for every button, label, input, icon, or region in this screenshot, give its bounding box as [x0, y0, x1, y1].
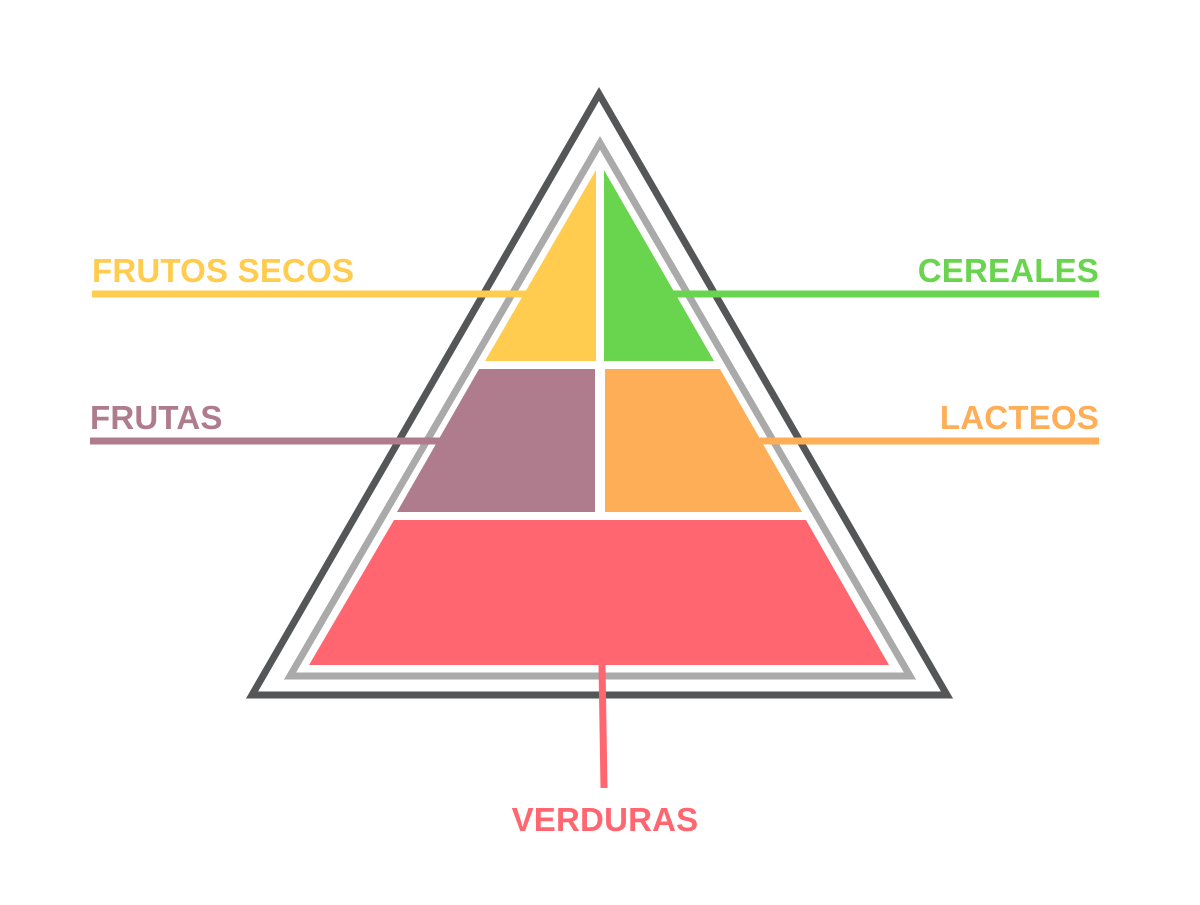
- section-cereales: [604, 170, 714, 361]
- section-verduras: [309, 520, 889, 665]
- label-frutos-secos: FRUTOS SECOS: [92, 252, 355, 289]
- section-frutos-secos: [485, 170, 596, 361]
- section-frutas: [397, 369, 595, 512]
- label-frutas: FRUTAS: [90, 399, 223, 436]
- section-lacteos: [605, 369, 802, 512]
- label-verduras: VERDURAS: [511, 801, 699, 838]
- label-cereales: CEREALES: [917, 252, 1099, 289]
- leader-line-verduras: [598, 663, 608, 789]
- label-lacteos: LACTEOS: [939, 399, 1099, 436]
